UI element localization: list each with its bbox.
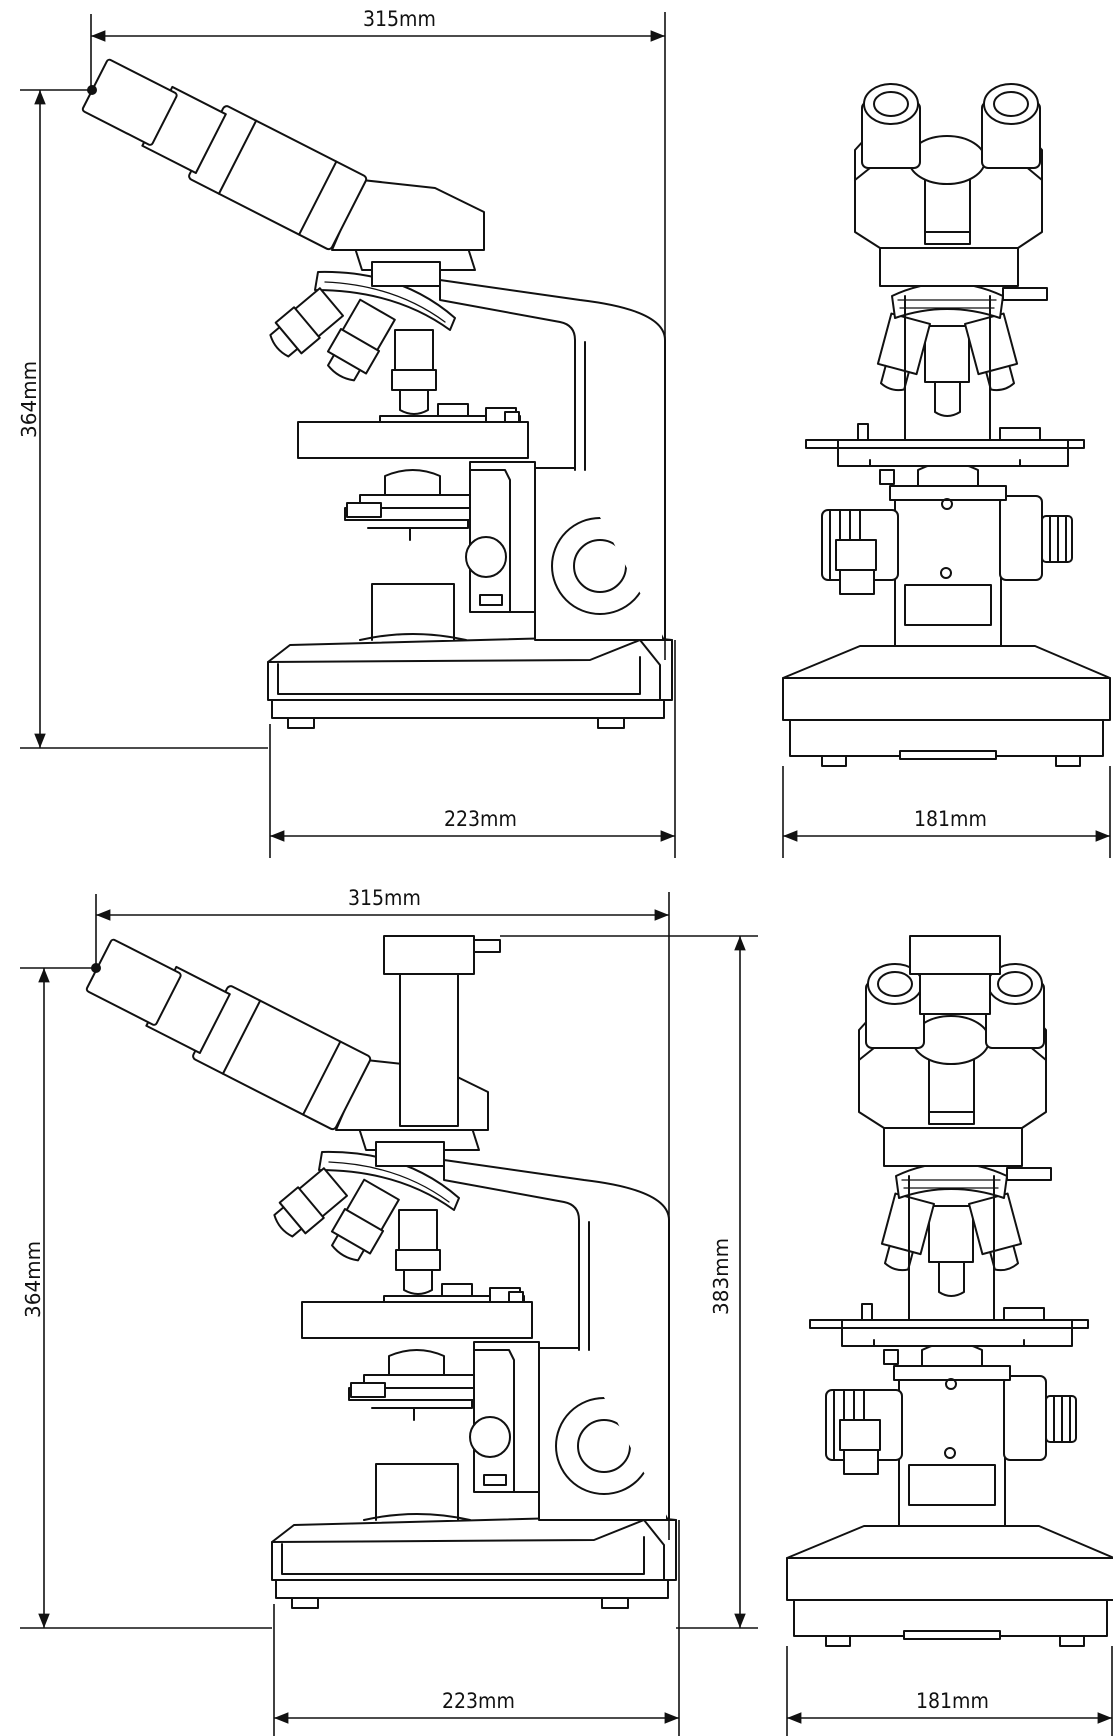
side-view-trinocular [79,927,678,1609]
dimension-base-depth: 223mm [444,807,517,831]
dimension-overall-width-2: 315mm [348,886,421,910]
dimension-base-depth-2: 223mm [442,1689,515,1713]
dimension-height-2: 364mm [21,1241,45,1318]
side-view-binocular [75,47,674,730]
dimension-front-width-2: 181mm [916,1689,989,1713]
dimension-height: 364mm [17,361,41,438]
dimension-trinocular-height: 383mm [709,1238,733,1315]
front-view-binocular [782,83,1111,767]
dimension-overall-width: 315mm [363,7,436,31]
bottom-dimension-lines [20,892,1113,1736]
dimension-front-width: 181mm [914,807,987,831]
front-view-trinocular [786,935,1113,1647]
top-dimension-lines [20,12,1111,858]
